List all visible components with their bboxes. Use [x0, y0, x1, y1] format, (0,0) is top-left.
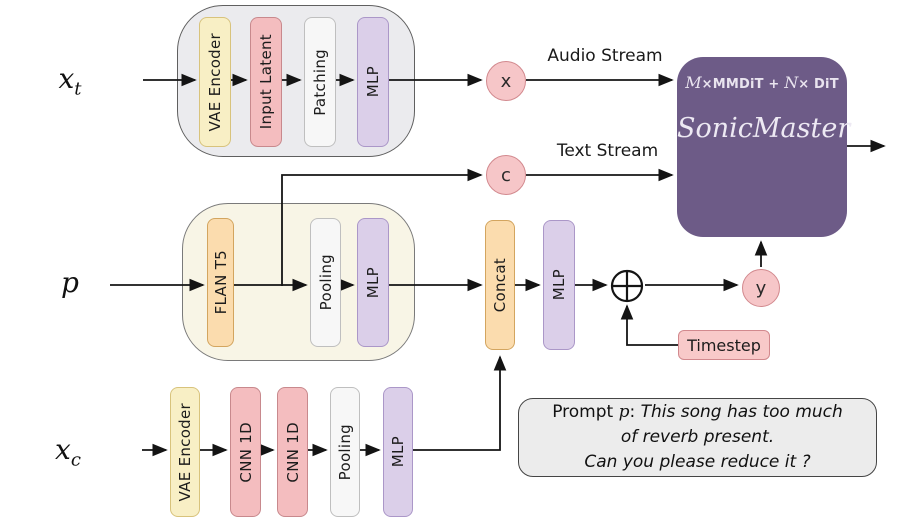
block-cnn1d-2: CNN 1D	[277, 387, 308, 517]
block-label: Pooling	[336, 423, 354, 481]
input-label-p: p	[45, 266, 95, 304]
prompt-line2: of reverb present.	[620, 427, 775, 447]
block-label: MLP	[389, 436, 407, 468]
block-label: Concat	[491, 257, 509, 313]
block-patching: Patching	[304, 17, 336, 147]
block-cnn1d-1: CNN 1D	[230, 387, 261, 517]
block-label: VAE Encoder	[176, 402, 194, 502]
var-sub: c	[70, 449, 81, 471]
block-flan-t5: FLAN T5	[207, 218, 234, 347]
block-label: MLP	[550, 269, 568, 301]
prompt-prefix: Prompt	[552, 402, 619, 422]
prompt-box: Prompt p: This song has too much of rever…	[518, 398, 877, 477]
model-formula: M×MMDiT + N× DiT	[677, 73, 847, 92]
block-mlp-ref: MLP	[383, 387, 413, 517]
wire	[620, 304, 678, 346]
formula-mid: ×MMDiT +	[701, 77, 785, 92]
prompt-colon: :	[629, 402, 641, 422]
text-stream-label: Text Stream	[556, 141, 659, 161]
block-label: FLAN T5	[211, 250, 230, 315]
audio-stream-label: Audio Stream	[547, 46, 663, 66]
formula-m: M	[685, 73, 702, 92]
model-name: SonicMaster	[677, 113, 851, 144]
junction-label: y	[755, 277, 767, 299]
var-sub: t	[74, 78, 82, 100]
prompt-var: p	[618, 402, 630, 422]
block-concat: Concat	[485, 220, 515, 350]
block-label: Patching	[311, 48, 329, 116]
block-input-latent: Input Latent	[250, 17, 282, 147]
block-label: Input Latent	[257, 34, 275, 130]
junction-x: x	[486, 61, 526, 101]
block-pooling-ref: Pooling	[330, 387, 360, 517]
var-base: x	[58, 62, 75, 95]
var-base: x	[55, 433, 71, 466]
var-base: p	[61, 266, 79, 299]
block-vae-encoder-ref: VAE Encoder	[170, 387, 200, 517]
add-circle-icon	[610, 269, 644, 303]
formula-tail: × DiT	[798, 77, 839, 92]
formula-n: N	[784, 73, 799, 92]
block-mlp-fusion: MLP	[543, 220, 575, 350]
input-label-xt: xt	[40, 62, 100, 100]
block-label: MLP	[364, 266, 382, 299]
block-mlp-text: MLP	[357, 218, 389, 347]
block-label: VAE Encoder	[206, 32, 224, 132]
wire	[281, 168, 483, 286]
block-mlp-audio: MLP	[357, 17, 389, 147]
junction-label: c	[501, 164, 511, 186]
wire	[413, 355, 507, 451]
timestep-label: Timestep	[687, 335, 761, 355]
junction-y: y	[742, 269, 780, 307]
block-label: MLP	[364, 66, 382, 98]
prompt-line1: This song has too much	[640, 402, 843, 422]
block-label: Pooling	[316, 254, 335, 311]
prompt-text: Prompt p: This song has too much of rever…	[552, 400, 843, 475]
timestep-box: Timestep	[678, 330, 770, 360]
junction-label: x	[500, 70, 512, 92]
junction-c: c	[486, 155, 526, 195]
sonicmaster-box: M×MMDiT + N× DiT SonicMaster	[677, 57, 851, 237]
prompt-line3: Can you please reduce it ?	[584, 452, 811, 472]
block-label: CNN 1D	[236, 421, 255, 483]
block-label: CNN 1D	[283, 421, 302, 483]
input-label-xc: xc	[38, 433, 98, 471]
block-pooling-text: Pooling	[310, 218, 341, 347]
block-vae-encoder-audio: VAE Encoder	[199, 17, 231, 147]
